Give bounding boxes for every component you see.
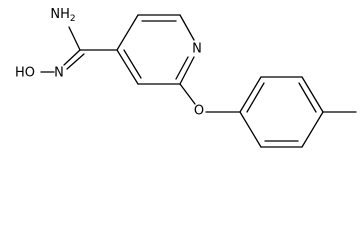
bond-c7-nh2 <box>68 26 81 51</box>
bond-c3p-c4p <box>301 76 324 113</box>
ether-linkage <box>179 83 241 113</box>
bond-c5-c4 <box>116 49 139 85</box>
tolyl-ring <box>239 76 357 148</box>
bond-c4p-c5p <box>301 111 324 148</box>
bond-c2-n1 <box>179 14 195 41</box>
bond-c1p-c2p <box>239 76 262 113</box>
chemical-structure: NH2 N HO N O <box>15 7 357 148</box>
bond-c5-c4-inner <box>123 49 142 79</box>
atom-ether-o-label: O <box>194 104 204 119</box>
bond-c1p-c2p-inner <box>246 82 265 113</box>
bond-c6-o <box>179 83 196 105</box>
bond-c3p-c4p-inner <box>298 82 317 113</box>
amidoxime-group <box>40 26 118 73</box>
atom-nh2-label: NH2 <box>50 7 75 24</box>
bond-n1-c6 <box>179 56 195 85</box>
bond-c4-c3 <box>116 14 139 51</box>
bond-n1-c6-inner <box>175 56 189 80</box>
atom-hydroxyl-label: HO <box>15 66 35 81</box>
bond-c7-n-double-a <box>63 49 81 66</box>
atom-pyridine-n-label: N <box>192 42 202 57</box>
atom-imine-n-label: N <box>54 66 64 81</box>
bond-c7-n-double-b <box>66 53 85 70</box>
bond-c6p-c1p <box>239 111 262 148</box>
pyridine-ring <box>116 14 195 85</box>
